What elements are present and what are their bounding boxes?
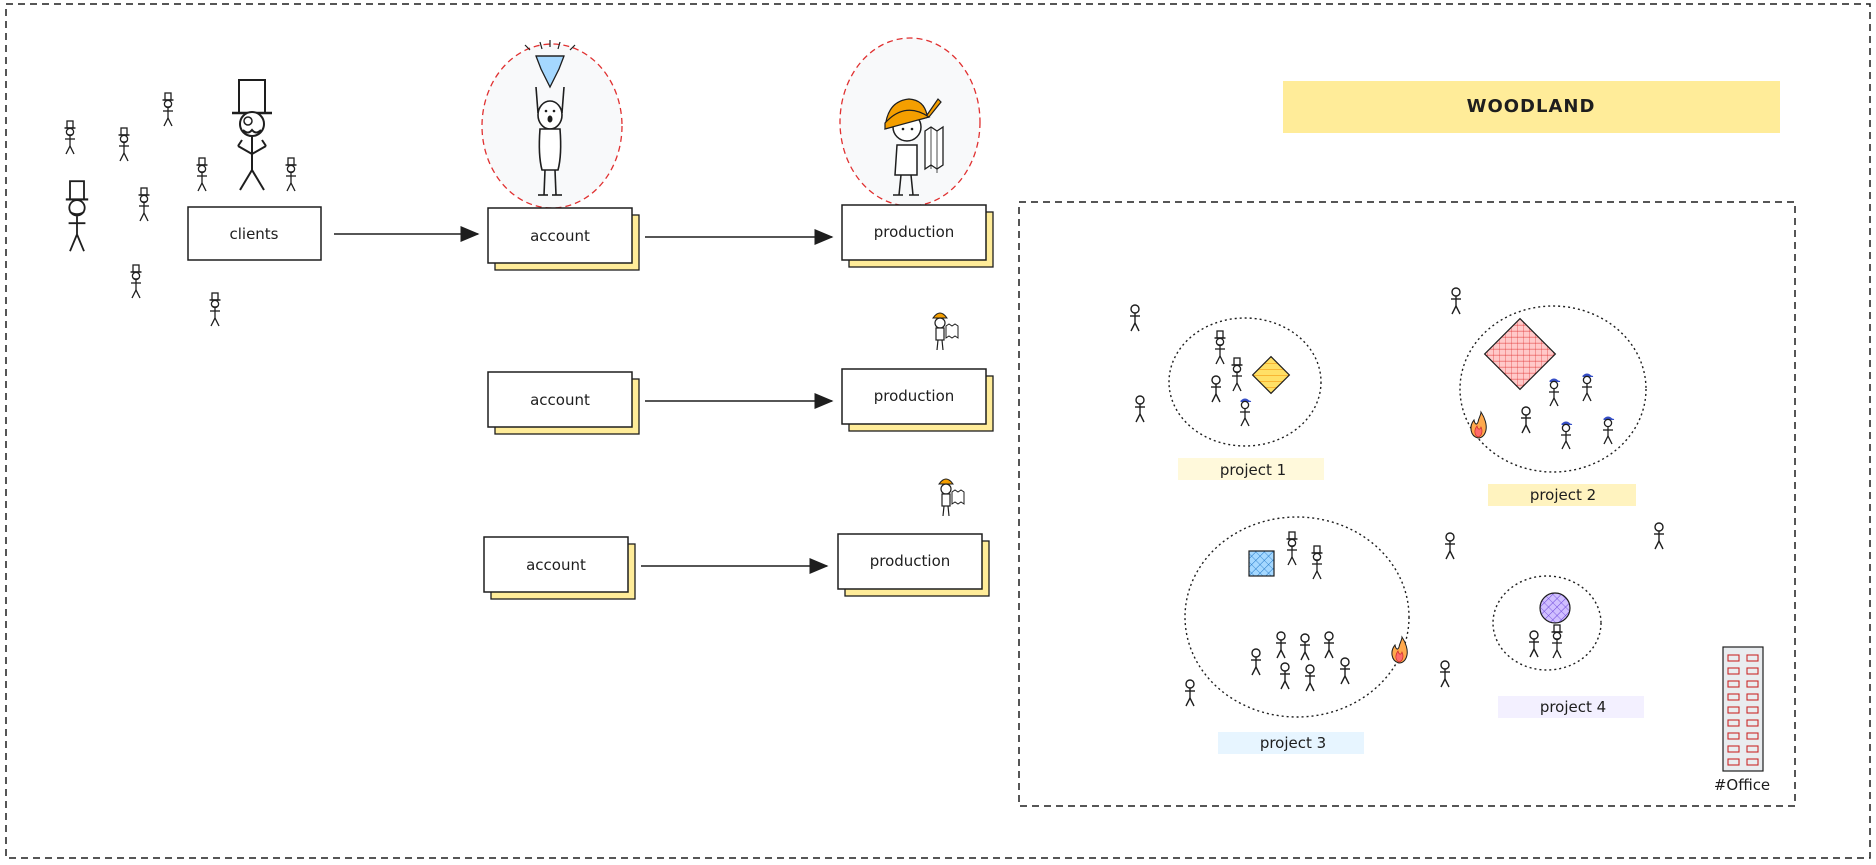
idle-person — [1653, 522, 1665, 550]
project-member — [1339, 657, 1351, 685]
project-member — [1310, 545, 1324, 580]
fire-icon — [1470, 411, 1487, 439]
idle-person — [1439, 660, 1451, 688]
client-figure — [284, 157, 298, 192]
project-member — [1230, 357, 1244, 392]
client-figure — [208, 292, 222, 327]
idle-person — [1129, 304, 1141, 332]
project-member — [1275, 631, 1287, 659]
project-member — [1210, 375, 1222, 403]
clients-node: clients — [187, 206, 322, 261]
account-label: account — [530, 391, 590, 409]
production-manager-figure — [884, 98, 944, 196]
project-member — [1239, 398, 1252, 427]
project-1-boundary — [1168, 317, 1322, 447]
client-figure — [195, 157, 209, 192]
project-member — [1560, 421, 1573, 450]
account-label: account — [526, 556, 586, 574]
production-node-3: production — [837, 533, 990, 597]
office-label: #Office — [1714, 776, 1770, 794]
account-node-3: account — [483, 536, 636, 600]
account-node-2: account — [487, 371, 640, 435]
client-figure-large — [65, 180, 89, 252]
woodland-title: WOODLAND — [1467, 96, 1596, 117]
project-member — [1323, 631, 1335, 659]
client-figure — [117, 127, 131, 162]
clients-label: clients — [229, 225, 278, 243]
account-box — [483, 536, 629, 593]
project-member — [1304, 664, 1316, 692]
clients-box — [187, 206, 322, 261]
idle-person — [1134, 395, 1146, 423]
project-member — [1299, 633, 1311, 661]
project-1-label: project 1 — [1220, 461, 1286, 479]
production-halo — [839, 37, 981, 207]
project-member — [1279, 662, 1291, 690]
client-figure — [137, 187, 151, 222]
clients-crowd — [63, 79, 298, 327]
account-box — [487, 371, 633, 428]
project-1-tag — [1178, 458, 1324, 480]
idle-person — [1184, 679, 1196, 707]
worker-figure — [932, 312, 959, 351]
project-1: project 1 — [1168, 317, 1324, 480]
fire-icon — [1391, 636, 1408, 664]
production-box — [841, 368, 987, 425]
production-box — [841, 204, 987, 261]
office-building: #Office — [1714, 646, 1770, 794]
project-2-tag — [1488, 484, 1636, 506]
account-node-1: account — [487, 207, 640, 271]
project-member — [1602, 416, 1615, 445]
project-2-boundary — [1459, 305, 1647, 473]
project-4-tag — [1498, 696, 1644, 718]
idle-person — [1444, 532, 1456, 560]
project-1-tile — [1251, 355, 1291, 395]
account-box — [487, 207, 633, 264]
project-member — [1285, 531, 1299, 566]
worker-figure — [938, 478, 965, 517]
production-box — [837, 533, 983, 590]
account-manager-figure — [524, 40, 576, 196]
production-label: production — [874, 387, 955, 405]
project-2-tile — [1483, 317, 1557, 391]
woodland-banner-bg — [1283, 81, 1780, 133]
project-2: project 2 — [1459, 305, 1647, 506]
project-3-tile — [1248, 550, 1275, 577]
production-node-1: production — [841, 204, 994, 268]
project-2-label: project 2 — [1530, 486, 1596, 504]
project-4: project 4 — [1492, 575, 1644, 718]
project-4-tile — [1539, 592, 1571, 624]
building-windows — [1727, 654, 1759, 766]
outer-frame — [5, 3, 1871, 859]
account-halo — [481, 40, 623, 209]
production-label: production — [874, 223, 955, 241]
project-3-tag — [1218, 732, 1364, 754]
project-4-label: project 4 — [1540, 698, 1606, 716]
woodland-zone — [1018, 201, 1796, 807]
client-figure — [129, 264, 143, 299]
production-label: production — [870, 552, 951, 570]
project-member — [1528, 630, 1540, 658]
project-3-label: project 3 — [1260, 734, 1326, 752]
project-member — [1548, 378, 1561, 407]
account-label: account — [530, 227, 590, 245]
project-3-boundary — [1184, 516, 1410, 718]
project-member — [1213, 330, 1227, 365]
production-node-2: production — [841, 368, 994, 432]
woodland-banner: WOODLAND — [1283, 81, 1780, 133]
project-member — [1550, 624, 1564, 659]
idle-person — [1450, 287, 1462, 315]
project-4-boundary — [1492, 575, 1602, 671]
project-member — [1581, 373, 1594, 402]
project-member — [1250, 648, 1262, 676]
client-leader-figure — [232, 79, 272, 191]
project-3: project 3 — [1184, 516, 1410, 754]
client-figure — [161, 92, 175, 127]
project-member — [1520, 406, 1532, 434]
client-figure — [63, 120, 77, 155]
